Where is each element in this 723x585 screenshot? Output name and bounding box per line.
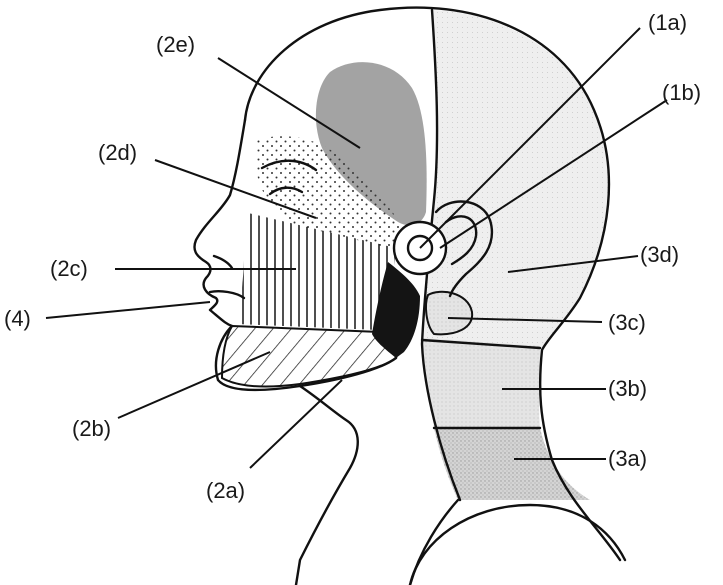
- label-3c: (3c): [608, 310, 646, 335]
- leader-2a: [250, 380, 342, 468]
- label-4: (4): [4, 306, 31, 331]
- shoulder-outline: [410, 505, 625, 585]
- label-3a: (3a): [608, 446, 647, 471]
- label-1b: (1b): [662, 80, 701, 105]
- label-2d: (2d): [98, 140, 137, 165]
- label-2b: (2b): [72, 416, 111, 441]
- nostril: [214, 256, 232, 268]
- label-2e: (2e): [156, 32, 195, 57]
- region-2b-jaw: [222, 326, 397, 386]
- leader-4: [46, 302, 210, 318]
- label-3b: (3b): [608, 376, 647, 401]
- region-3b-neck-upper: [422, 338, 540, 428]
- label-2a: (2a): [206, 478, 245, 503]
- label-1a: (1a): [648, 10, 687, 35]
- label-2c: (2c): [50, 256, 88, 281]
- label-3d: (3d): [640, 242, 679, 267]
